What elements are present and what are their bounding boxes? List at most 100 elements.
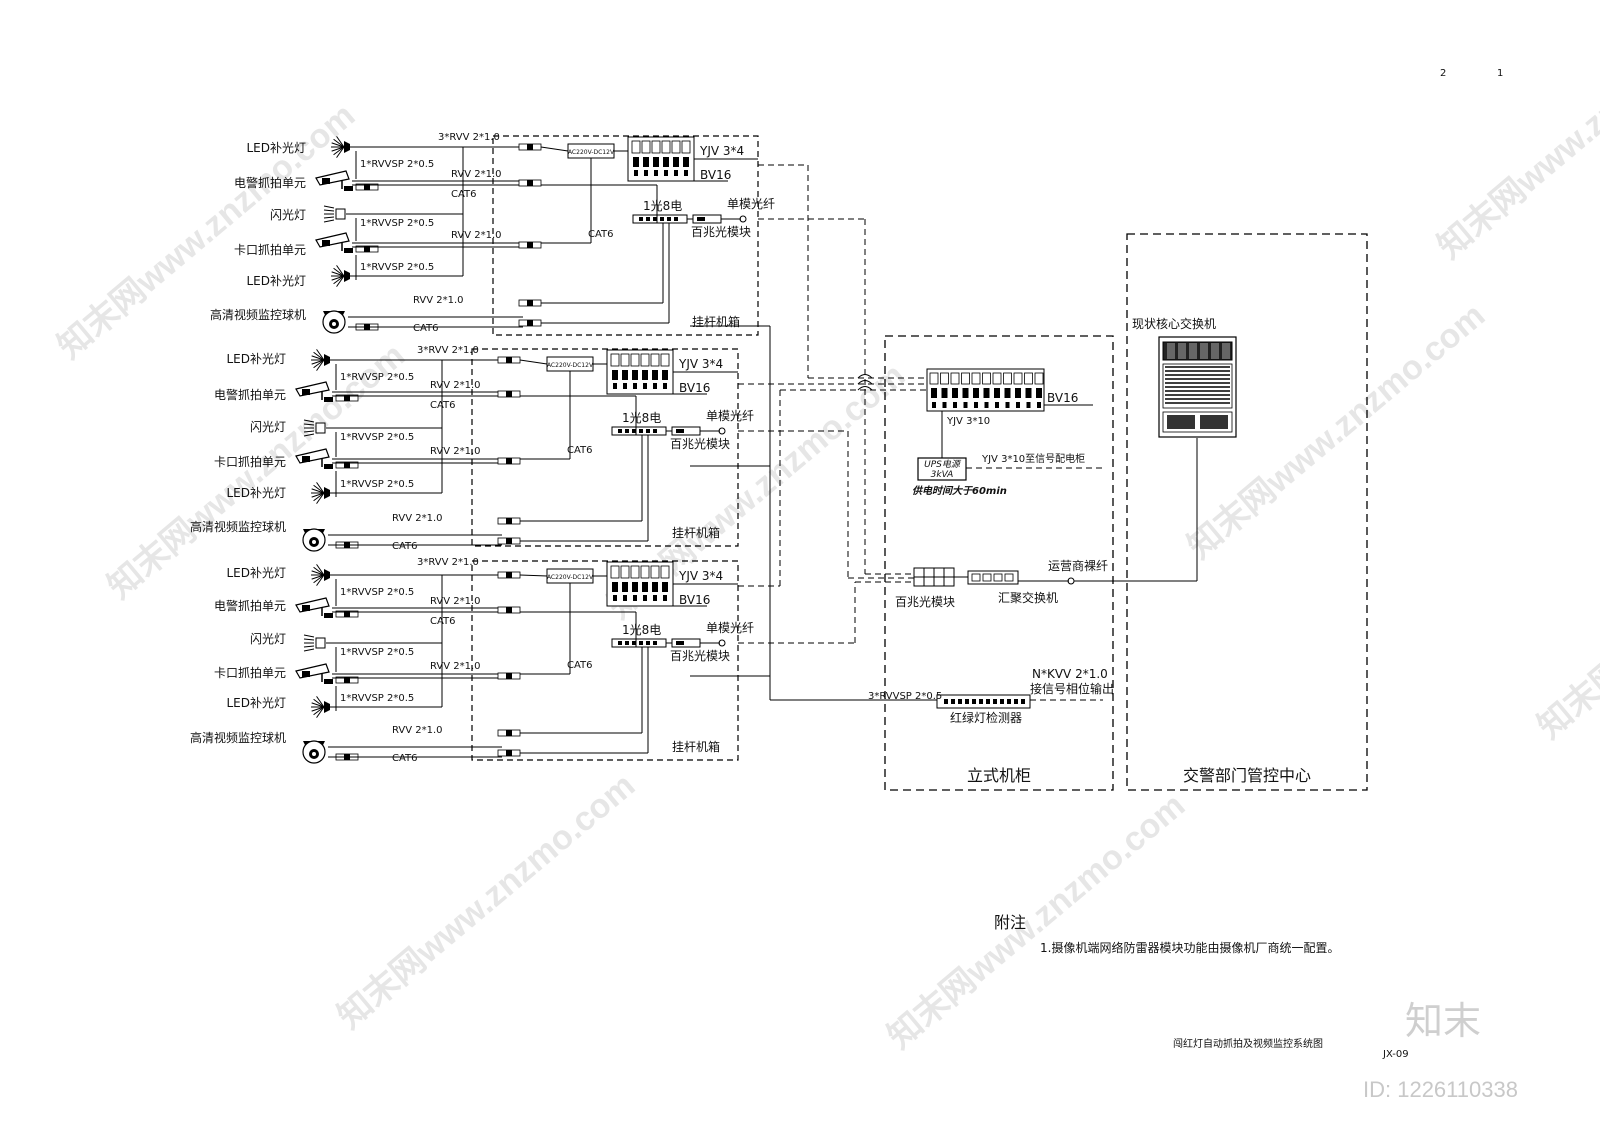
cable-label: RVV 2*1.0	[392, 513, 443, 524]
cable-label: RVV 2*1.0	[430, 661, 481, 672]
checkpoint-camera-icon	[315, 232, 353, 253]
led-fill-light-icon	[311, 482, 330, 504]
pole-box-label: 挂杆机箱	[672, 525, 720, 540]
cabinet-optical-module-label: 百兆光模块	[895, 595, 955, 609]
psu-label: AC220V-DC12V	[547, 574, 594, 581]
ups-unit: UPS电源 3kVA	[917, 457, 967, 481]
bare-fiber-label: 运营商裸纤	[1048, 558, 1108, 573]
cabinet-frame	[884, 335, 1114, 791]
watermark-site-text: 知末网www.znzmo.com	[51, 96, 362, 366]
cable-label: 1*RVVSP 2*0.5	[340, 693, 414, 704]
watermark-id: ID: 1226110338	[1363, 1077, 1518, 1102]
device-label: 闪光灯	[250, 632, 286, 646]
fiber-label: 单模光纤	[706, 409, 754, 423]
cable-label: RVV 2*1.0	[430, 380, 481, 391]
control-center: 交警部门管控中心 现状核心交换机	[1126, 233, 1368, 791]
hd-dome-camera-icon	[302, 528, 326, 552]
cable-label: 3*RVV 2*1.0	[438, 132, 500, 143]
optical-module	[671, 426, 701, 436]
psu-module: AC220V-DC12V	[546, 356, 594, 372]
device-label: 高清视频监控球机	[190, 730, 286, 745]
cable-label: CAT6	[430, 400, 456, 411]
core-switch-chassis	[1158, 336, 1237, 438]
cable-label: 1*RVVSP 2*0.5	[360, 262, 434, 273]
box-surge-protector	[497, 571, 521, 579]
fiber-label: 单模光纤	[706, 621, 754, 635]
breaker-panel	[606, 561, 674, 607]
optical-module-label: 百兆光模块	[691, 225, 751, 239]
pole-unit-3: 挂杆机箱LED补光灯电警抓拍单元闪光灯卡口抓拍单元LED补光灯高清视频监控球机3…	[190, 557, 754, 764]
bv-cable-label: BV16	[679, 593, 710, 607]
led-fill-light-icon	[331, 265, 350, 287]
media-converter	[632, 214, 688, 224]
breaker-panel	[606, 349, 674, 395]
checkpoint-camera-icon	[295, 663, 333, 684]
box-surge-protector	[497, 517, 521, 525]
bv-cable-label: BV16	[679, 381, 710, 395]
fiber-connector-icon	[718, 639, 726, 647]
psu-module: AC220V-DC12V	[546, 568, 594, 584]
device-surge-protector	[335, 461, 359, 469]
device-surge-protector	[335, 676, 359, 684]
watermark-site-text: 知末网www.znzmo.com	[881, 786, 1192, 1056]
pole-box-label: 挂杆机箱	[692, 314, 740, 329]
device-surge-protector	[335, 610, 359, 618]
device-surge-protector	[355, 245, 379, 253]
cabinet-optical-module	[913, 567, 955, 587]
cable-label: CAT6	[413, 323, 439, 334]
media-converter	[611, 638, 667, 648]
fiber-label: 单模光纤	[727, 197, 775, 211]
pole-box-label: 挂杆机箱	[672, 739, 720, 754]
watermark-site-text: 知末网www.znzmo.com	[1431, 0, 1600, 266]
device-label: LED补光灯	[226, 566, 286, 580]
red-light-camera-icon	[295, 597, 333, 618]
device-label: LED补光灯	[226, 486, 286, 500]
aggregation-switch-label: 汇聚交换机	[998, 590, 1058, 605]
cable-label: CAT6	[392, 541, 418, 552]
yjv-cable-label: YJV 3*4	[678, 357, 723, 371]
led-fill-light-icon	[331, 136, 350, 158]
watermark-brand: 知末	[1405, 999, 1481, 1043]
cable-label: RVV 2*1.0	[451, 230, 502, 241]
cable-label: RVV 2*1.0	[451, 169, 502, 180]
pole-box-frame	[492, 135, 759, 336]
device-label: 卡口抓拍单元	[214, 454, 286, 469]
pole-units: 挂杆机箱LED补光灯电警抓拍单元闪光灯卡口抓拍单元LED补光灯高清视频监控球机3…	[190, 132, 937, 764]
device-label: LED补光灯	[246, 141, 306, 155]
signal-phase-label: 接信号相位输出	[1030, 681, 1114, 696]
watermark-site-text: 知末网www.znzmo.com	[1531, 476, 1600, 746]
bv-cable-label: BV16	[700, 168, 731, 182]
psu-label: AC220V-DC12V	[547, 362, 594, 369]
box-surge-protector	[497, 606, 521, 614]
page-number-left: 2	[1440, 68, 1446, 79]
ups-output-label: YJV 3*10至信号配电柜	[981, 452, 1085, 465]
device-label: 电警抓拍单元	[234, 175, 306, 190]
fiber-connector-icon	[718, 427, 726, 435]
optical-module	[671, 638, 701, 648]
checkpoint-camera-icon	[295, 448, 333, 469]
psu-module: AC220V-DC12V	[567, 143, 615, 159]
cable-label: RVV 2*1.0	[413, 295, 464, 306]
flash-lamp-icon	[303, 419, 326, 437]
control-center-title: 交警部门管控中心	[1183, 766, 1311, 785]
cable-label: 1*RVVSP 2*0.5	[360, 218, 434, 229]
device-label: LED补光灯	[246, 274, 306, 288]
pole-box-frame	[471, 348, 739, 547]
cable-label: RVV 2*1.0	[392, 725, 443, 736]
optical-module	[692, 214, 722, 224]
aggregation-switch	[967, 570, 1019, 585]
cable-label: 1*RVVSP 2*0.5	[340, 372, 414, 383]
note-item-1: 1.摄像机端网络防雷器模块功能由摄像机厂商统一配置。	[1040, 940, 1339, 955]
box-surge-protector	[497, 672, 521, 680]
media-converter-label: 1光8电	[643, 199, 682, 213]
box-surge-protector	[497, 729, 521, 737]
cable-label: CAT6	[567, 445, 593, 456]
device-label: 闪光灯	[250, 420, 286, 434]
fiber-connector-icon	[739, 215, 747, 223]
box-surge-protector	[497, 749, 521, 757]
detector-rvvsp-label: 3*RVVSP 2*0.5	[868, 691, 942, 702]
red-light-camera-icon	[295, 381, 333, 402]
cabinet-breaker-panel	[926, 368, 1045, 412]
box-surge-protector	[518, 319, 542, 327]
breaker-panel	[627, 136, 695, 182]
